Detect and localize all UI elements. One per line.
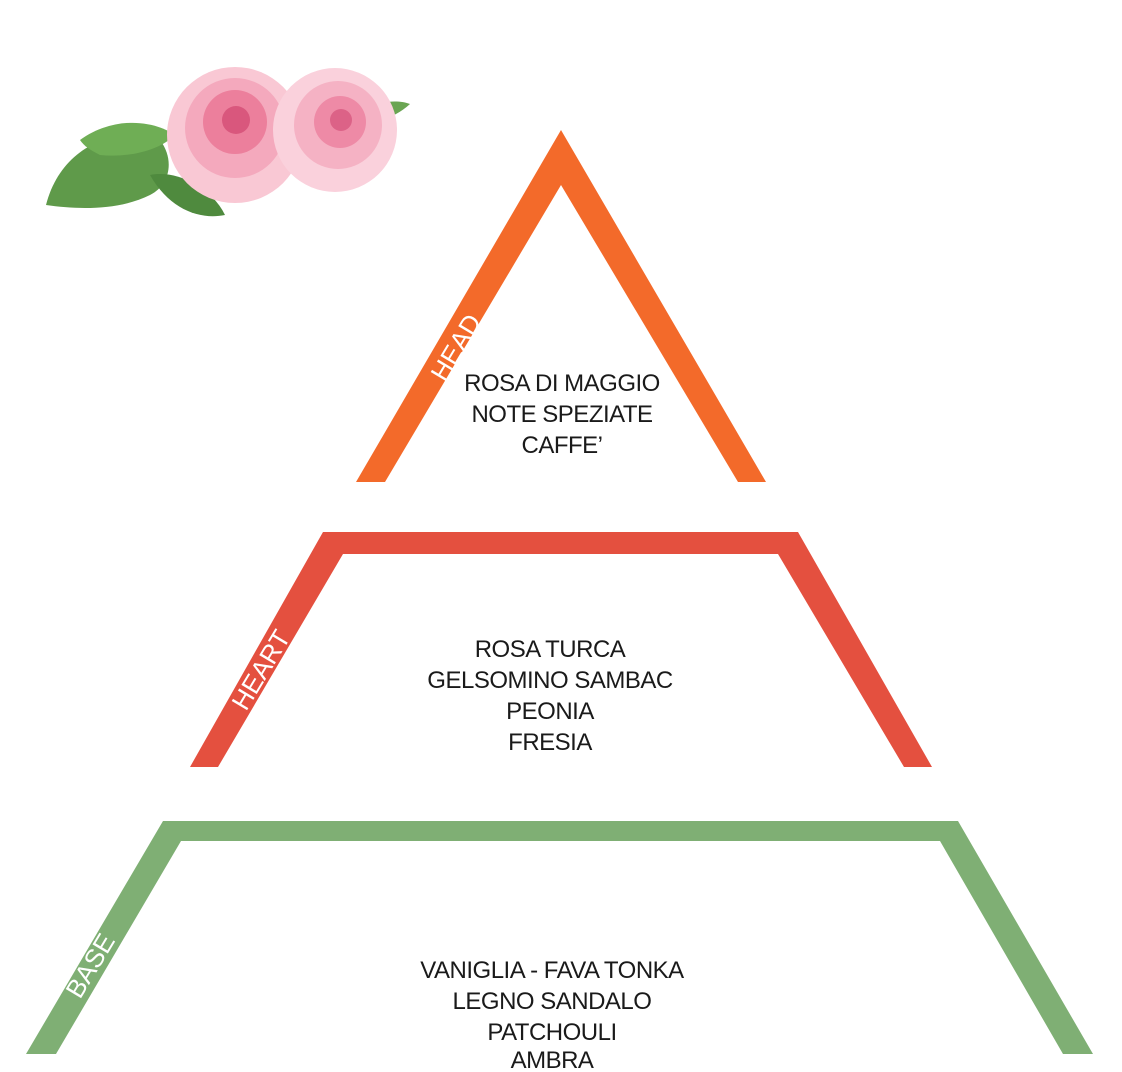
tier-heart-note-1: ROSA TURCA <box>475 636 626 663</box>
tier-base-label: BASE <box>59 928 120 1003</box>
tier-heart-note-2: GELSOMINO SAMBAC <box>427 667 673 694</box>
tier-heart: HEART ROSA TURCA GELSOMINO SAMBAC PEONIA… <box>190 532 932 767</box>
tier-base-note-1: VANIGLIA - FAVA TONKA <box>420 957 684 984</box>
tier-base: BASE VANIGLIA - FAVA TONKA LEGNO SANDALO… <box>26 821 1093 1072</box>
tier-head-frame <box>356 130 766 482</box>
tier-heart-note-4: FRESIA <box>508 729 592 756</box>
tier-base-note-4: AMBRA <box>511 1047 594 1072</box>
tier-base-note-3: PATCHOULI <box>487 1019 616 1046</box>
leaf-bottom <box>150 174 225 217</box>
tier-head-note-1: ROSA DI MAGGIO <box>464 370 660 397</box>
tier-head-note-2: NOTE SPEZIATE <box>471 401 652 428</box>
roses-illustration <box>46 67 410 217</box>
rose-left-core <box>222 106 250 134</box>
tier-head: HEAD ROSA DI MAGGIO NOTE SPEZIATE CAFFE’ <box>356 130 766 482</box>
leaf-left <box>46 135 169 208</box>
tier-heart-note-3: PEONIA <box>506 698 594 725</box>
rose-right-core <box>330 109 352 131</box>
tier-heart-label: HEART <box>225 624 296 715</box>
tier-base-note-2: LEGNO SANDALO <box>453 988 652 1015</box>
tier-head-note-3: CAFFE’ <box>522 432 603 459</box>
leaf-left-2 <box>80 122 175 156</box>
